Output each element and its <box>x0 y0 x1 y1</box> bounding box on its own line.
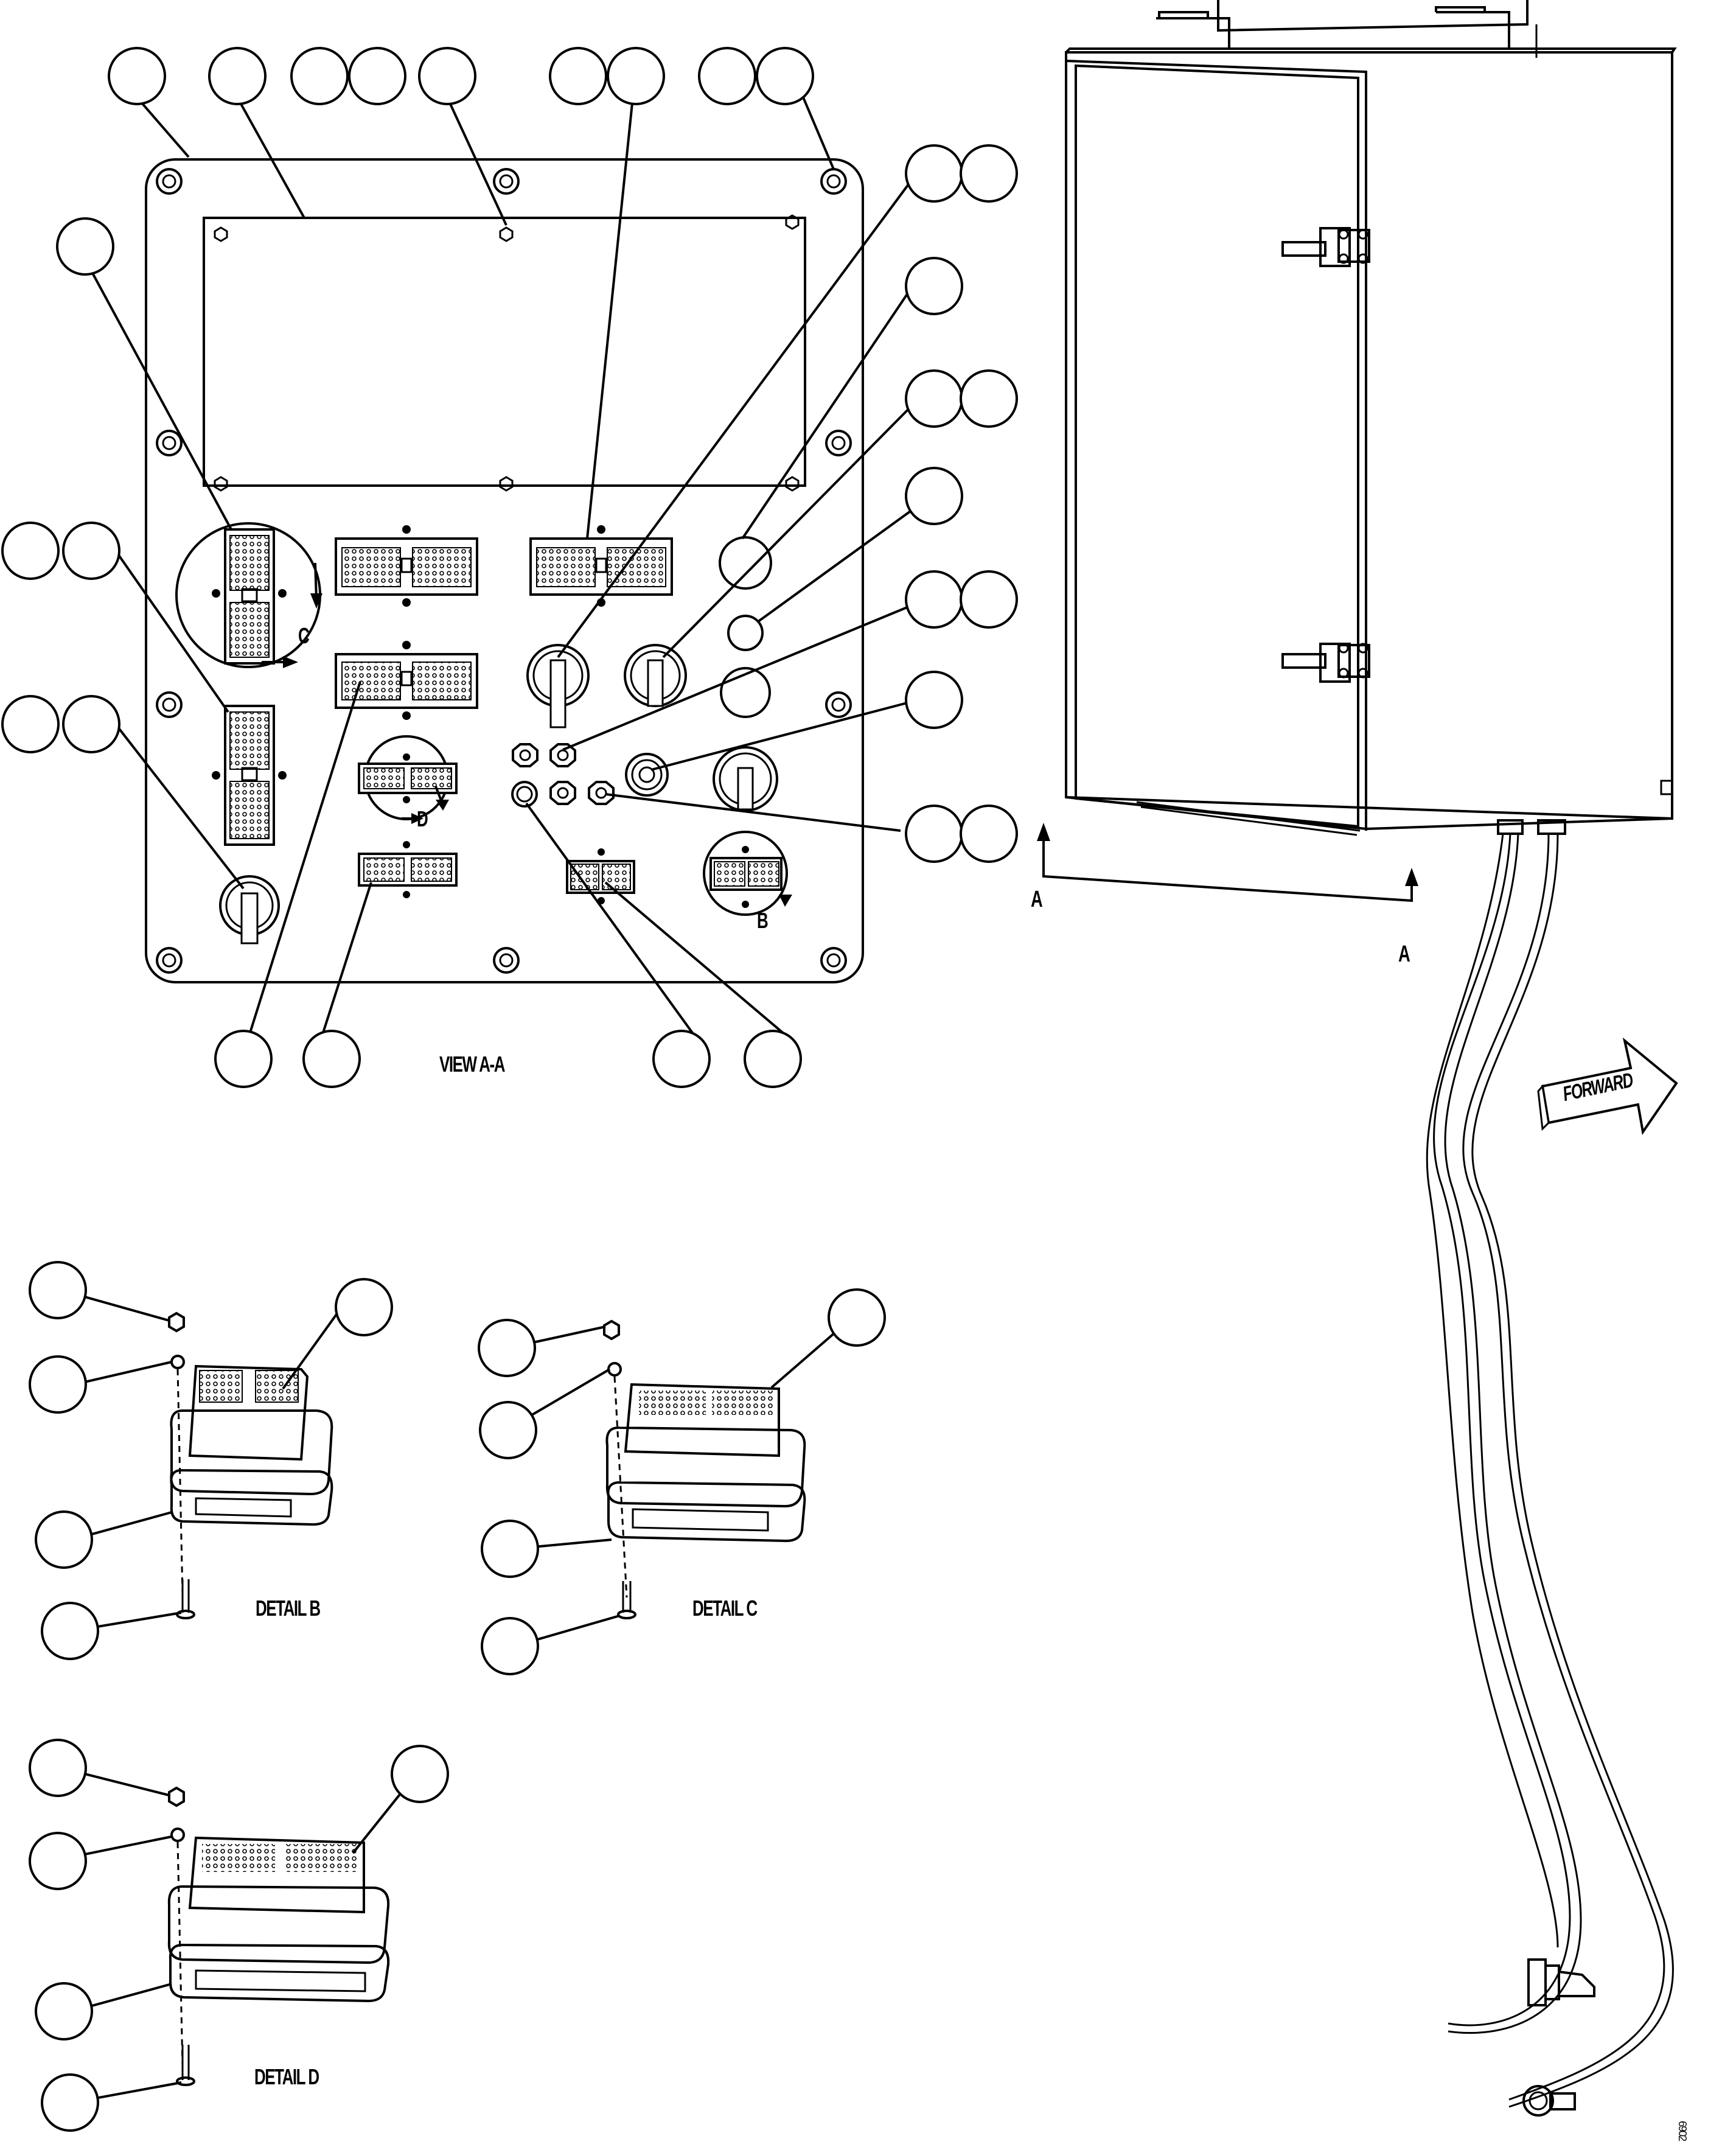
connector-b <box>703 831 792 916</box>
section-marker-a-left: A <box>1031 887 1043 912</box>
view-aa-panel <box>145 158 864 983</box>
drawing-id: 6902 <box>1676 2121 1689 2141</box>
detail-d-label: DETAIL D <box>254 2064 319 2089</box>
view-aa-callouts <box>1 47 1018 1088</box>
blank-plugs <box>719 536 772 718</box>
door-latch-upper <box>1281 227 1370 267</box>
electrical-cabinet <box>1065 0 1677 836</box>
connector-right-bottom <box>566 848 635 904</box>
panel-bolts <box>156 168 852 974</box>
section-marker-a-right: A <box>1398 941 1410 967</box>
small-fittings <box>511 743 669 808</box>
door-latch-lower <box>1281 643 1370 683</box>
circular-connector-left <box>219 875 280 944</box>
connector-left-lower <box>212 705 287 846</box>
connector-center-1 <box>335 525 478 607</box>
section-aa-line <box>1037 823 1418 902</box>
detail-c-assembly <box>478 1288 886 1675</box>
forward-arrow-icon <box>1537 1037 1678 1136</box>
connector-right-top <box>529 525 673 607</box>
detail-c-label: DETAIL C <box>692 1596 758 1621</box>
circular-connectors-right <box>526 644 778 812</box>
connector-center-d <box>358 735 458 824</box>
detail-b-assembly <box>29 1261 393 1660</box>
connector-center-2 <box>335 641 478 720</box>
connector-center-3 <box>358 841 458 898</box>
detail-marker-b: B <box>757 908 769 933</box>
connector-left-upper <box>175 522 322 668</box>
view-aa-label: VIEW A-A <box>439 1052 505 1077</box>
detail-d-assembly <box>29 1739 449 2132</box>
detail-b-label: DETAIL B <box>256 1596 321 1621</box>
cable-harness <box>1426 833 1674 2117</box>
detail-marker-c: C <box>298 623 310 648</box>
detail-marker-d: D <box>417 806 428 831</box>
